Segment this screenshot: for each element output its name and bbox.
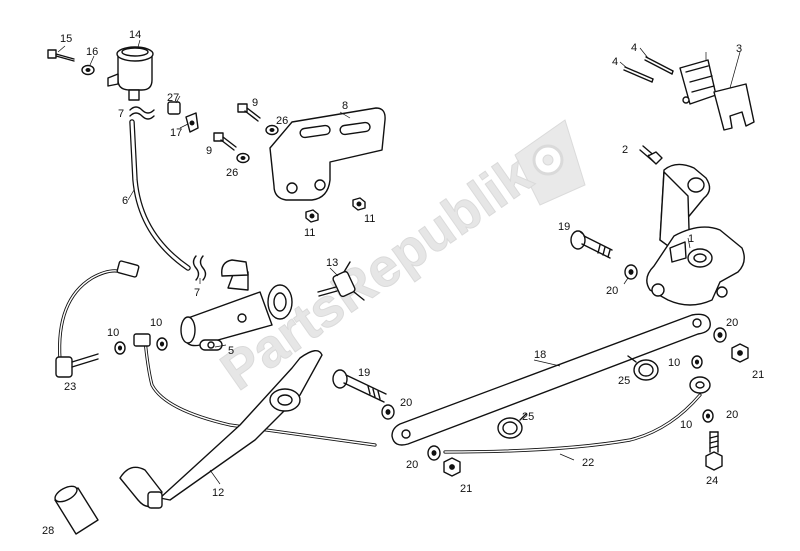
reservoir-bracket [185,112,199,133]
callout-1: 1 [688,233,694,245]
brake-fluid-hose [129,119,191,271]
callout-11a: 11 [304,227,315,239]
sealing-washer-right-1 [691,355,703,369]
washer-20-right [713,327,727,343]
callout-20b: 20 [726,317,738,329]
pad-pin-upper [644,56,674,75]
callout-10a: 10 [107,327,119,339]
callout-26a: 26 [276,115,288,127]
gear-flag-logo [514,119,586,206]
torque-arm [391,313,711,446]
watermark: PartsRepublik [210,119,586,402]
callout-28: 28 [42,525,54,537]
reservoir-washer [81,64,95,76]
sealing-washer-right-2 [702,409,714,423]
callout-25b: 25 [522,411,534,423]
callout-12: 12 [212,487,224,499]
pivot-bolt-lower [332,369,387,403]
spacer-bush [167,101,181,115]
pivot-bolt-upper [570,230,613,259]
pad-pin-lower [623,66,654,83]
callout-3: 3 [736,43,742,55]
washer-20-upper [624,264,638,280]
callout-20a: 20 [606,285,618,297]
callout-24: 24 [706,475,718,487]
mounting-plate [269,107,386,201]
leader-lines [57,39,741,485]
callout-15: 15 [60,33,72,45]
callout-23: 23 [64,381,76,393]
callout-10d: 10 [680,419,692,431]
brake-fluid-reservoir [107,46,154,101]
callout-26b: 26 [226,167,238,179]
callout-17: 17 [170,127,182,139]
callout-22: 22 [582,457,594,469]
callout-20d: 20 [406,459,418,471]
brake-line [133,333,377,447]
bleed-valve [639,145,663,165]
brake-pedal [119,350,323,509]
bracket-screw-lower [213,132,237,151]
callout-9a: 9 [252,97,258,109]
hose-clamp-upper [627,355,659,381]
callout-19b: 19 [358,367,370,379]
brake-pad-front [679,59,717,105]
reservoir-screw [47,49,75,62]
callout-13: 13 [326,257,338,269]
callout-2: 2 [622,144,628,156]
nut-left [305,209,319,223]
hose-clip-lower [192,255,207,281]
nut-21-bottom [443,457,461,477]
brake-pad-rear [713,83,755,131]
hose-clamp-lower [497,413,527,439]
callout-10b: 10 [150,317,162,329]
callout-9b: 9 [206,145,212,157]
master-cylinder [180,259,293,351]
callout-18: 18 [534,349,546,361]
sealing-washer-left-2 [156,337,168,351]
nut-21-right [731,343,749,363]
callout-11b: 11 [364,213,375,225]
callout-19a: 19 [558,221,570,233]
callout-7a: 7 [118,108,124,120]
pedal-rubber [54,485,99,535]
brake-caliper [646,163,745,306]
switch-cable [55,260,140,378]
banjo-bolt [705,431,723,471]
callout-20e: 20 [726,409,738,421]
brake-light-switch [317,261,365,301]
washer-upper [265,124,279,136]
hose-clip-top [129,106,155,120]
washer-lower [236,152,250,164]
washer-20-bottom [427,445,441,461]
sealing-washer-left-1 [114,341,126,355]
callout-4b: 4 [612,56,618,68]
callout-6: 6 [122,195,128,207]
callout-8: 8 [342,100,348,112]
callout-7b: 7 [194,287,200,299]
callout-25a: 25 [618,375,630,387]
callout-10c: 10 [668,357,680,369]
callout-5: 5 [228,345,234,357]
callout-16: 16 [86,46,98,58]
watermark-text: PartsRepublik [210,144,543,402]
callout-20c: 20 [400,397,412,409]
washer-20-lower [381,404,395,420]
callout-27: 27 [167,92,179,104]
callout-labels: 1 2 3 4 4 5 6 7 7 8 9 9 10 10 10 10 11 1… [42,29,764,537]
callout-4a: 4 [631,42,637,54]
bracket-screw-upper [237,103,261,122]
rear-brake-hose [443,376,711,454]
callout-21a: 21 [752,369,764,381]
callout-14: 14 [129,29,141,41]
nut-right [352,197,366,211]
callout-21b: 21 [460,483,472,495]
